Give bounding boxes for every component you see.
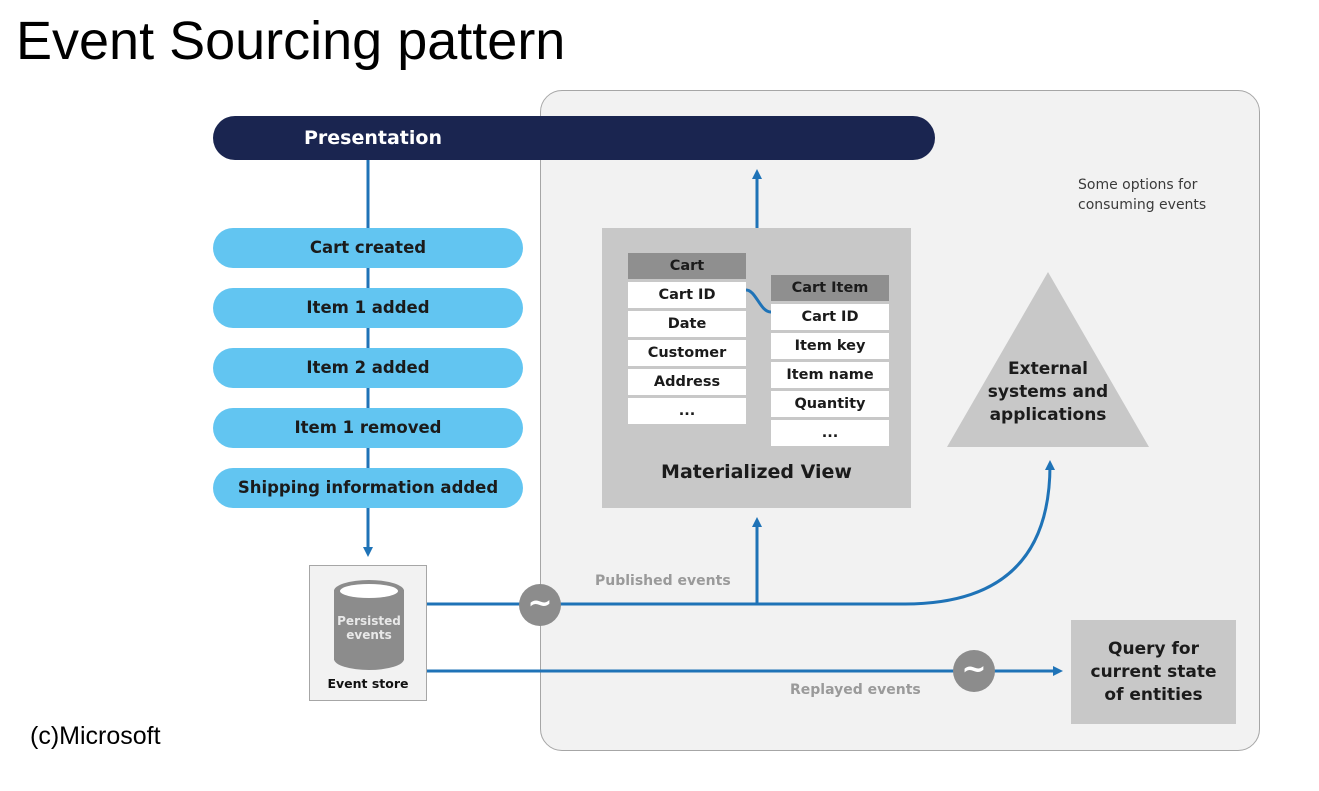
query-current-state-box: Query for current state of entities: [1071, 620, 1236, 724]
cart-item-field: ...: [771, 420, 889, 446]
persisted-events-label: Persisted events: [337, 614, 401, 642]
event-item-1-added: Item 1 added: [213, 288, 523, 328]
cart-item-field: Quantity: [771, 391, 889, 417]
cart-field: ...: [628, 398, 746, 424]
event-shipping-info-added: Shipping information added: [213, 468, 523, 508]
cart-field: Cart ID: [628, 282, 746, 308]
database-icon: Persisted events: [334, 580, 404, 670]
async-tilde-icon: ~: [953, 650, 995, 692]
copyright-notice: (c)Microsoft: [30, 722, 161, 750]
cart-item-table-header: Cart Item: [771, 275, 889, 301]
cart-table: Cart Cart ID Date Customer Address ...: [628, 253, 746, 427]
published-events-wire: [427, 460, 1055, 606]
async-tilde-icon: ~: [519, 584, 561, 626]
cart-item-field: Cart ID: [771, 304, 889, 330]
page-title: Event Sourcing pattern: [16, 11, 566, 71]
event-store-label: Event store: [327, 676, 409, 691]
cart-table-header: Cart: [628, 253, 746, 279]
cart-item-field: Item key: [771, 333, 889, 359]
event-item-2-added: Item 2 added: [213, 348, 523, 388]
event-cart-created: Cart created: [213, 228, 523, 268]
presentation-layer: Presentation: [213, 116, 935, 160]
consuming-options-note: Some options for consuming events: [1078, 177, 1207, 213]
presentation-label: Presentation: [304, 127, 442, 149]
cart-item-table: Cart Item Cart ID Item key Item name Qua…: [771, 275, 889, 449]
cart-field: Address: [628, 369, 746, 395]
external-systems-triangle: [947, 272, 1149, 447]
relation-connector: [746, 288, 772, 314]
published-events-label: Published events: [595, 573, 731, 589]
cart-item-field: Item name: [771, 362, 889, 388]
cart-field: Customer: [628, 340, 746, 366]
materialized-view-label: Materialized View: [661, 461, 852, 483]
cart-field: Date: [628, 311, 746, 337]
event-store: Persisted events Event store: [309, 565, 427, 701]
replayed-events-label: Replayed events: [790, 682, 921, 698]
materialized-view: Cart Cart ID Date Customer Address ... C…: [602, 228, 911, 508]
event-item-1-removed: Item 1 removed: [213, 408, 523, 448]
external-systems-label: External systems and applications: [987, 359, 1109, 425]
